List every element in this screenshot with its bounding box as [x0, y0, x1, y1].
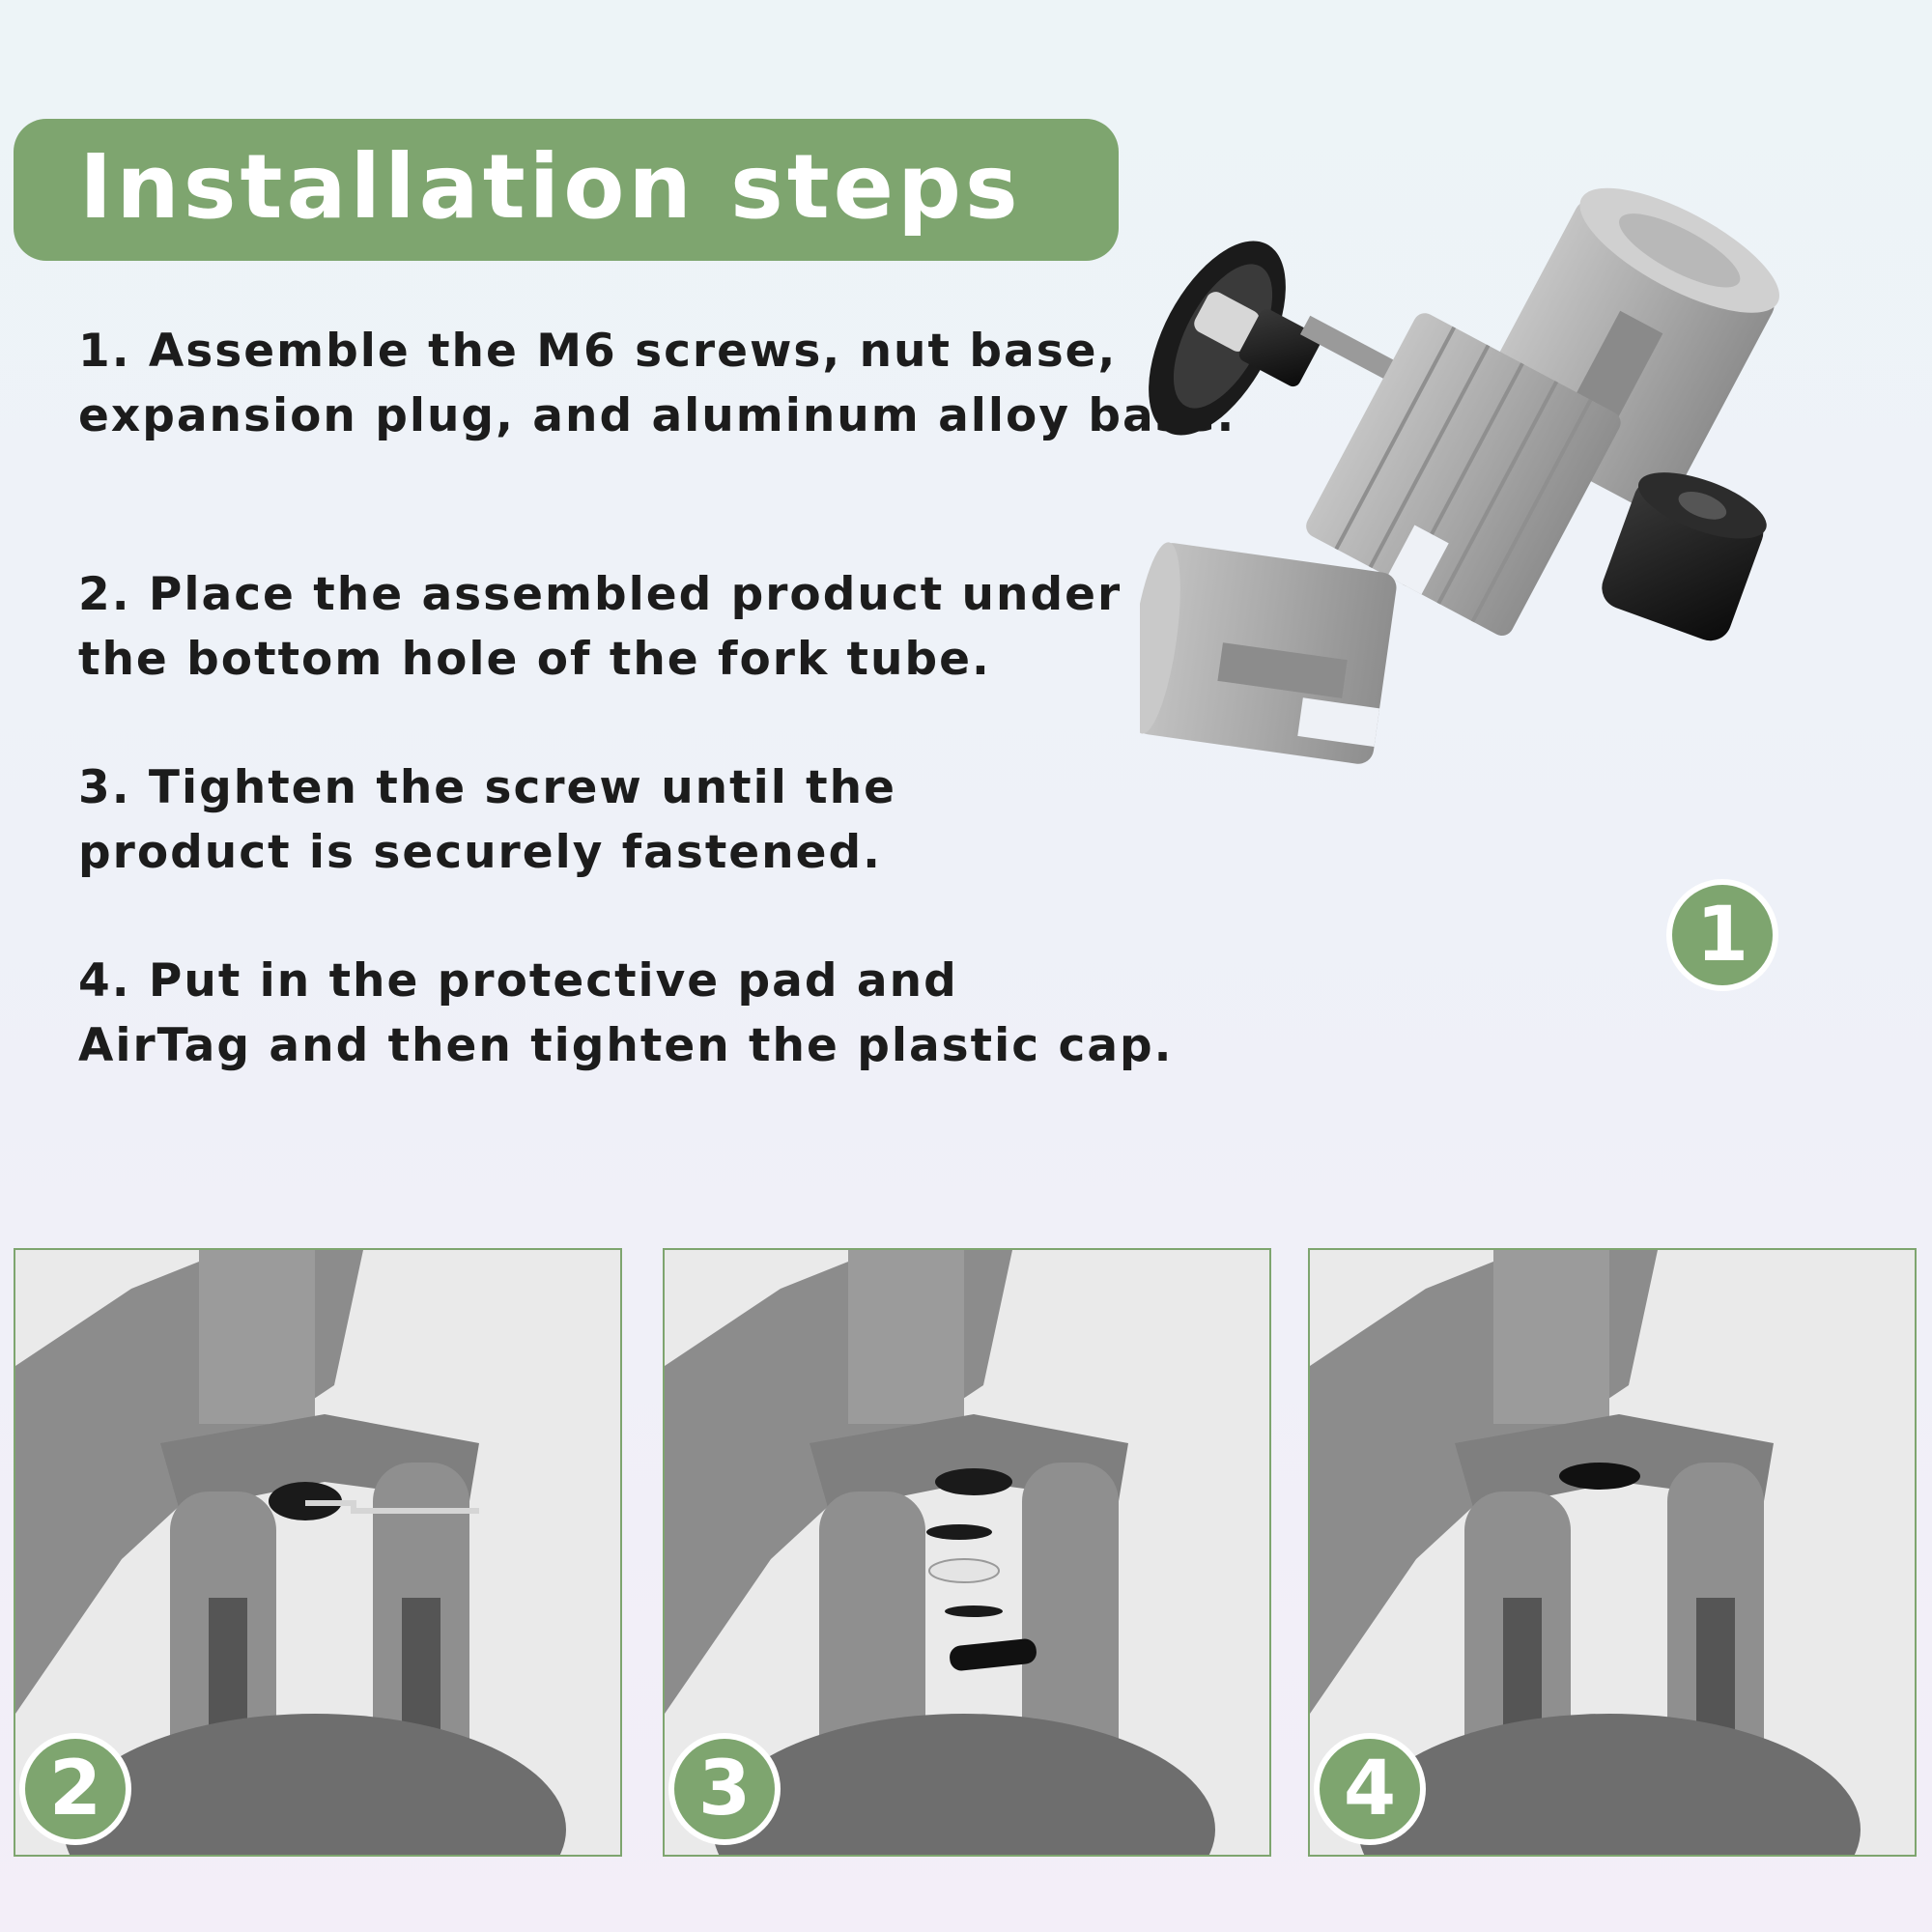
hex-key [305, 1500, 479, 1514]
protective-pad-2 [945, 1605, 1003, 1617]
step-3-photo-panel: 3 [663, 1248, 1271, 1857]
plastic-cap [950, 1638, 1037, 1671]
aluminum-base-with-bolt [1149, 241, 1473, 436]
step-1-line-1: 1. Assemble the M6 screws, nut base, [78, 325, 1118, 378]
step-4: 4. Put in the protective pad and AirTag … [78, 949, 1174, 1078]
step-4-line-2: AirTag and then tighten the plastic cap. [78, 1019, 1174, 1072]
step-2-photo-panel: 2 [14, 1248, 622, 1857]
step-3: 3. Tighten the screw until the product i… [78, 755, 1160, 885]
step-4-photo-panel: 4 [1308, 1248, 1917, 1857]
airtag [928, 1558, 1000, 1583]
step-badge-2: 2 [25, 1739, 126, 1839]
step-badge-3: 3 [674, 1739, 775, 1839]
step-badge-1: 1 [1672, 885, 1773, 985]
installed-base [935, 1468, 1012, 1495]
installed-cap [1559, 1463, 1640, 1490]
step-4-line-1: 4. Put in the protective pad and [78, 954, 958, 1008]
fork-illustration-4 [1310, 1250, 1915, 1855]
expansion-plug [1306, 313, 1621, 637]
title-banner: Installation steps [14, 119, 1119, 261]
step-2-line-1: 2. Place the assembled product under [78, 568, 1122, 621]
nut-base [1602, 472, 1767, 641]
step-1-line-2: expansion plug, and aluminum alloy base. [78, 389, 1236, 442]
step-badge-4: 4 [1320, 1739, 1420, 1839]
exploded-parts-illustration [1140, 187, 1779, 764]
fork-illustration-3 [665, 1250, 1269, 1855]
page-title: Installation steps [79, 135, 1022, 239]
plastic-cup-bottom [1140, 542, 1397, 764]
step-2-line-2: the bottom hole of the fork tube. [78, 633, 991, 686]
protective-pad-1 [926, 1524, 992, 1540]
fork-illustration-2 [15, 1250, 620, 1855]
step-2: 2. Place the assembled product under the… [78, 562, 1160, 692]
step-3-line-1: 3. Tighten the screw until the [78, 761, 896, 814]
step-3-line-2: product is securely fastened. [78, 826, 883, 879]
step-1: 1. Assemble the M6 screws, nut base, exp… [78, 319, 1236, 448]
